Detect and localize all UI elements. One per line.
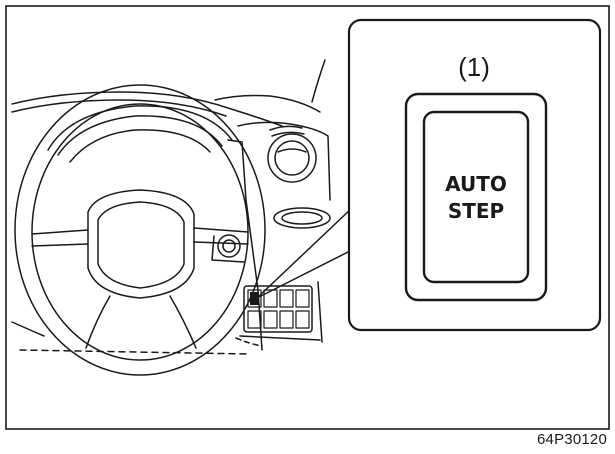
auto-step-switch [422,110,530,284]
figure-code: 64P30120 [536,431,607,448]
callout-leader [256,207,353,299]
figure-frame [5,5,610,430]
switch-label-line1: AUTO [445,172,507,196]
dashboard-drawing [11,59,331,376]
switch-label-line2: STEP [448,199,504,223]
callout-number: (1) [458,52,490,82]
